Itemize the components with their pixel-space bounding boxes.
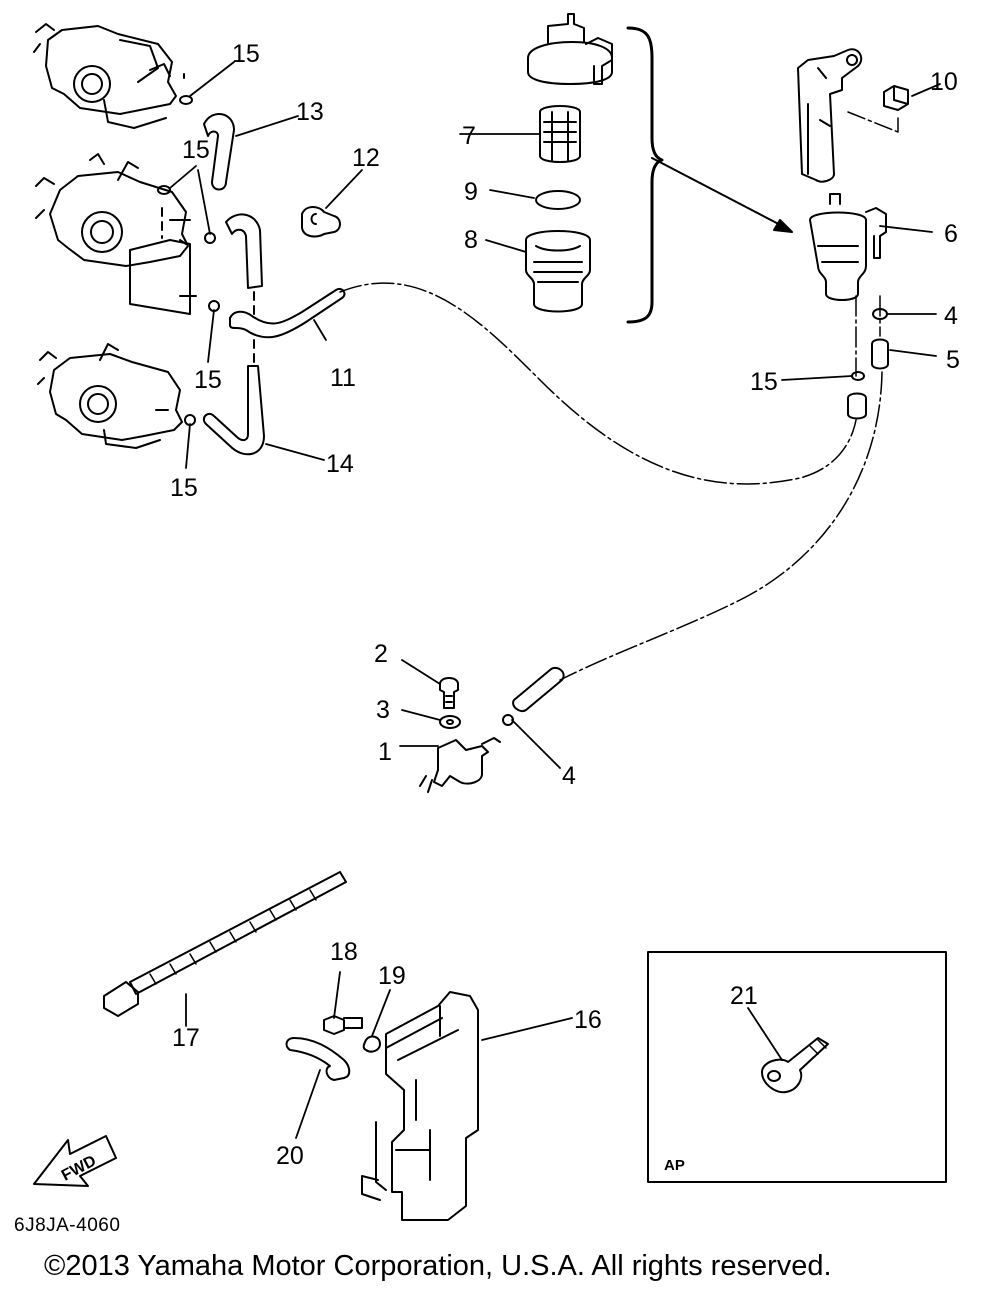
callout-20: 20 (276, 1142, 304, 1170)
clip-15-right (851, 371, 865, 381)
washer-19 (362, 1035, 381, 1053)
callout-3: 3 (376, 696, 390, 724)
carburetor-middle (35, 153, 191, 315)
fwd-arrow (33, 1135, 117, 1187)
bracket-16 (361, 991, 479, 1221)
joint-lower (847, 392, 867, 420)
callout-21: 21 (730, 982, 758, 1010)
brace-arrow (651, 157, 791, 231)
callout-1: 1 (378, 738, 392, 766)
filter-bracket (797, 48, 863, 183)
callout-2: 2 (374, 640, 388, 668)
hose-upper-pipe (225, 213, 263, 289)
callout-15-middle: 15 (182, 136, 210, 164)
callout-17: 17 (172, 1024, 200, 1052)
callout-8: 8 (464, 226, 478, 254)
callout-4-right: 4 (944, 302, 958, 330)
tie-strap-17 (103, 871, 347, 1017)
joint-5 (871, 338, 889, 370)
filter-guide-lines (855, 295, 881, 377)
hose-joint-center (512, 666, 565, 712)
hose-11 (229, 288, 346, 339)
callout-19: 19 (378, 962, 406, 990)
callout-15-bottom: 15 (170, 474, 198, 502)
callout-5: 5 (946, 346, 960, 374)
callout-15-top: 15 (232, 40, 260, 68)
o-ring-9 (535, 190, 581, 210)
bolt-21 (761, 1037, 829, 1094)
group-brace (626, 26, 664, 324)
bolt-10 (883, 85, 909, 111)
bolt-18 (323, 1015, 363, 1035)
diagram-code: 6J8JA-4060 (14, 1215, 121, 1236)
callout-10: 10 (930, 68, 958, 96)
inset-box (647, 951, 947, 1183)
fuel-filter-6 (809, 193, 887, 301)
copyright-notice: ©2013 Yamaha Motor Corporation, U.S.A. A… (44, 1250, 832, 1282)
fuel-line-dashed (339, 282, 857, 485)
hose-13 (203, 113, 235, 191)
hose-14 (202, 365, 265, 456)
filter-bowl-8 (525, 230, 591, 313)
callout-9: 9 (464, 178, 478, 206)
callout-6: 6 (944, 220, 958, 248)
callout-15-right: 15 (750, 368, 778, 396)
callout-18: 18 (330, 938, 358, 966)
fuel-connector-1 (419, 737, 501, 793)
carburetor-top (33, 23, 177, 129)
inset-label: AP (664, 1157, 685, 1174)
washer-3-hole (446, 719, 454, 725)
callout-4-center: 4 (562, 762, 576, 790)
callout-12: 12 (352, 144, 380, 172)
clamp-20 (285, 1037, 351, 1081)
callout-16: 16 (574, 1006, 602, 1034)
carburetor-bottom (37, 343, 183, 449)
washer-3 (439, 715, 461, 729)
callout-14: 14 (326, 450, 354, 478)
callout-13: 13 (296, 98, 324, 126)
fuel-line-lower (559, 371, 883, 681)
bracket-guide-line (847, 111, 899, 133)
callout-15-lower: 15 (194, 366, 222, 394)
leader-lines (169, 61, 941, 1139)
screw-2 (439, 677, 459, 709)
filter-element-7 (539, 105, 581, 163)
brace-arrow-head (773, 219, 793, 233)
clamp-12 (301, 206, 341, 238)
callout-7: 7 (462, 122, 476, 150)
filter-cap (527, 13, 613, 85)
hose-guide-lines (161, 73, 255, 365)
callout-11: 11 (330, 364, 356, 392)
